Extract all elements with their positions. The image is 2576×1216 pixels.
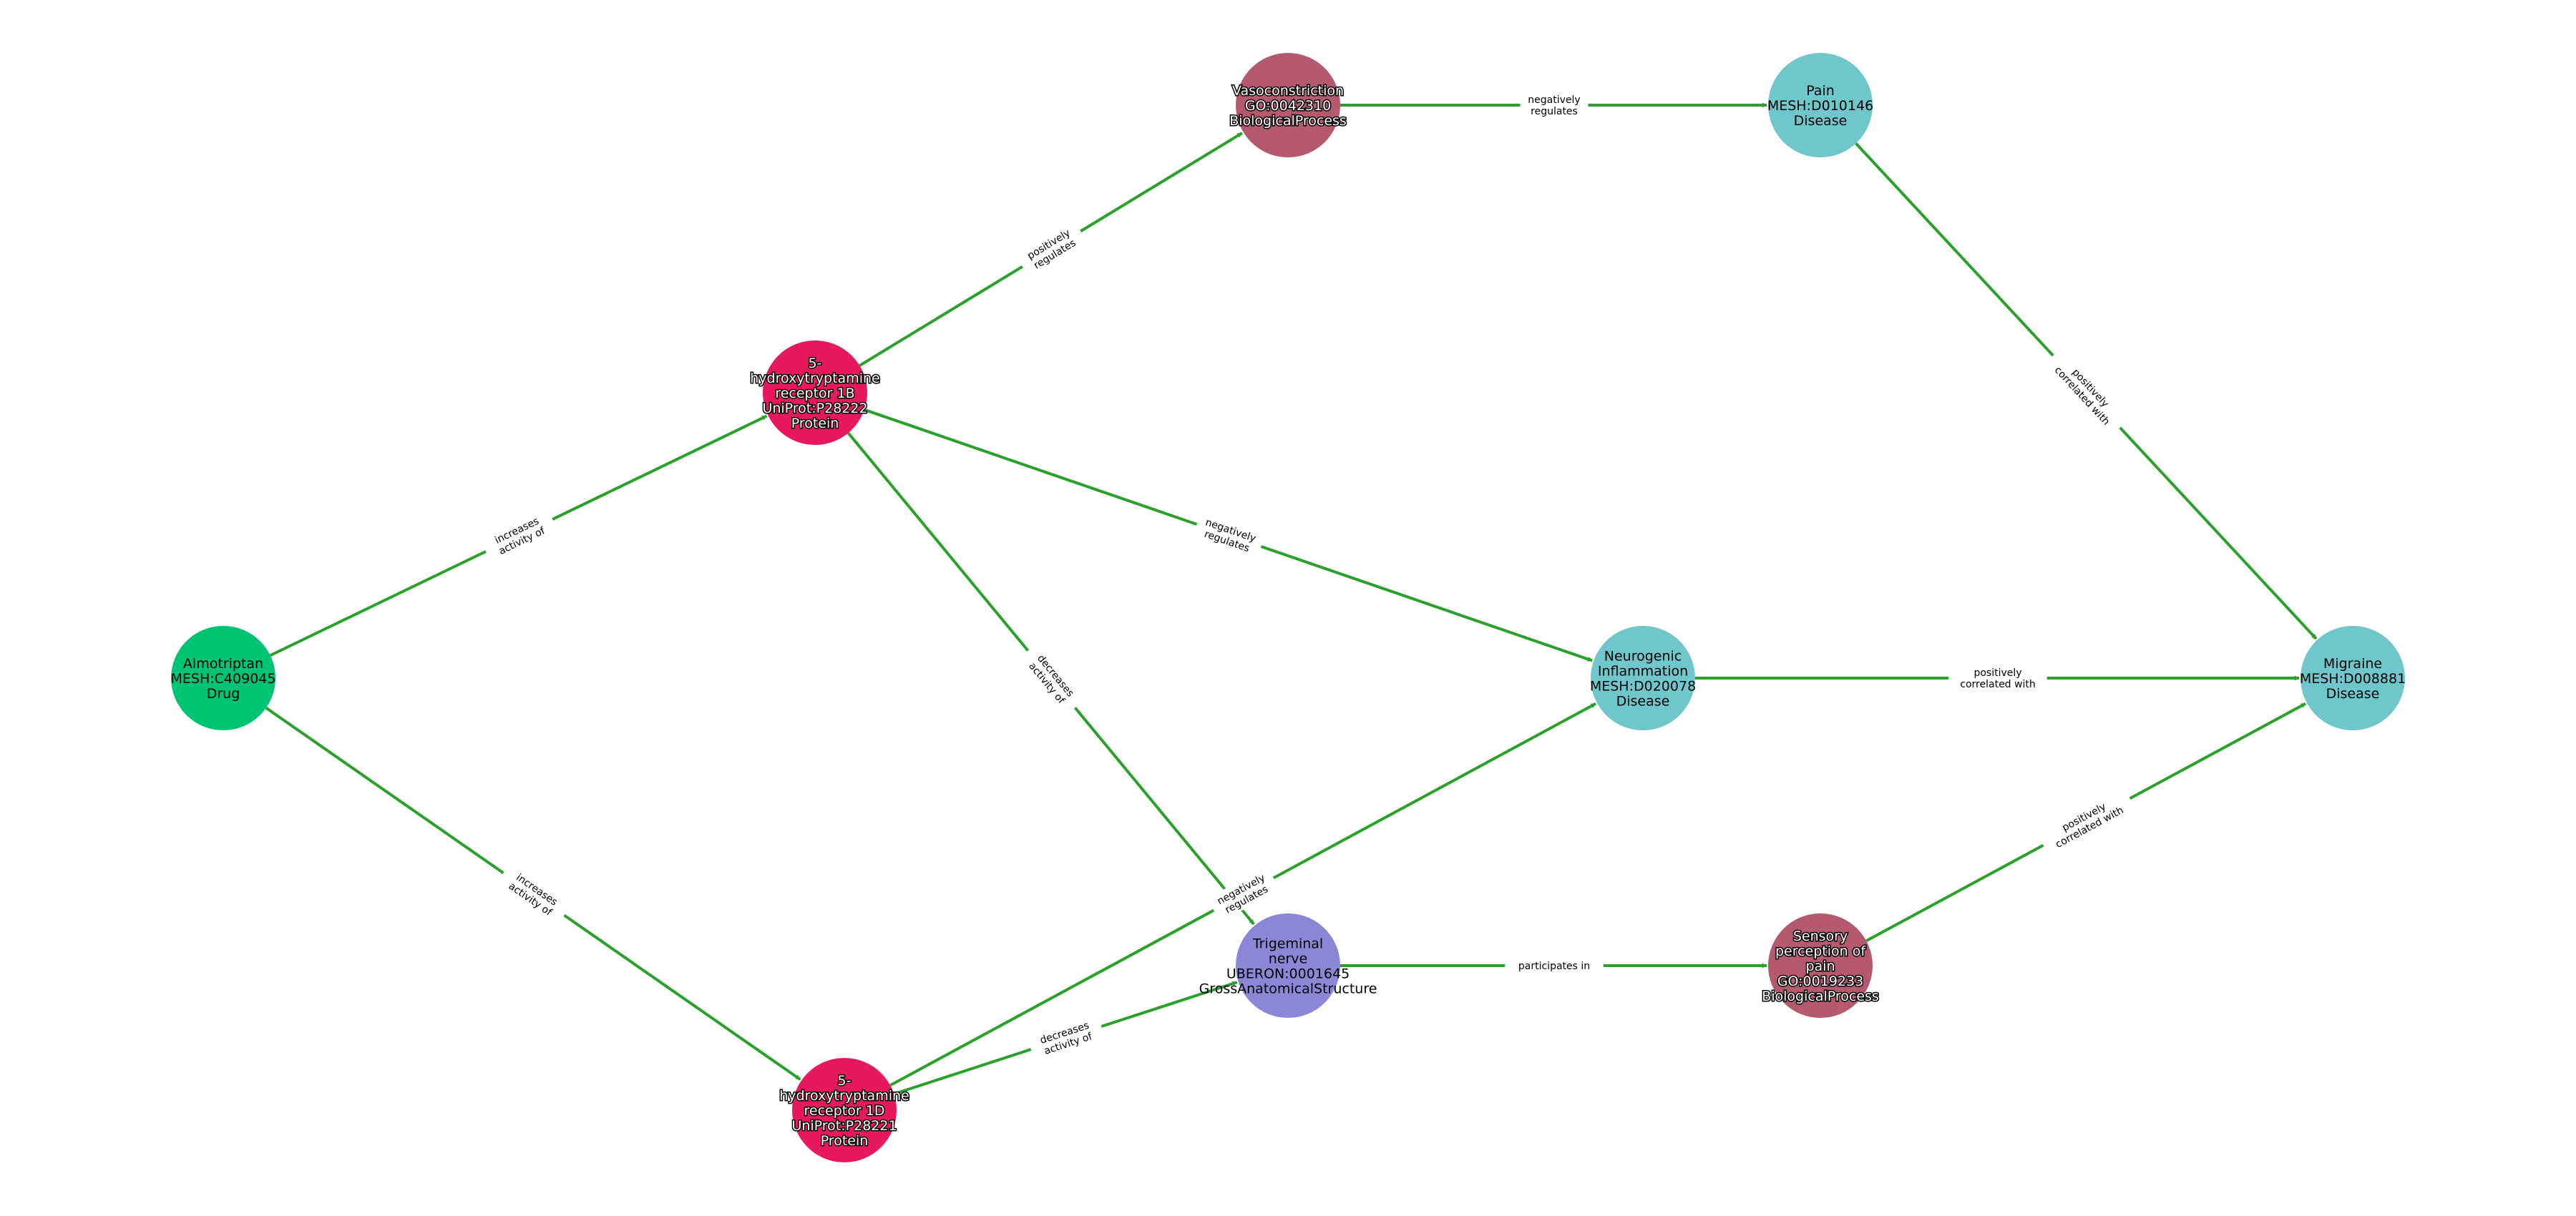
node-label: nerve (1269, 951, 1307, 967)
edge-label-background (1015, 220, 1088, 278)
node-label: Migraine (2323, 656, 2382, 672)
node-circle[interactable] (792, 1058, 897, 1162)
node-label: GO:0042310 (1245, 98, 1331, 114)
node-label: Vasoconstriction (1232, 83, 1344, 99)
edge-label: participates in (1505, 958, 1604, 974)
node-label: Drug (207, 686, 240, 702)
edge-label-text: participates in (1518, 961, 1590, 972)
node-label: Inflammation (1598, 664, 1688, 680)
edge-label-background (1520, 92, 1589, 119)
node-label: Almotriptan (183, 656, 263, 672)
node-label: UniProt:P28221 (791, 1118, 897, 1134)
edge-label-background (479, 506, 559, 564)
node-label: hydroxytryptamine (779, 1088, 909, 1104)
node-label: Protein (791, 416, 839, 431)
node-label: receptor 1B (775, 386, 854, 401)
edge-label-background (1017, 642, 1086, 717)
node-circle[interactable] (763, 340, 867, 445)
node-label: pain (1805, 958, 1835, 974)
node-label: MESH:D008881 (2300, 671, 2406, 687)
node-label: UniProt:P28222 (762, 401, 867, 416)
node-label: Protein (821, 1133, 869, 1149)
node-circle[interactable] (1591, 626, 1695, 730)
node-label: Disease (2326, 686, 2380, 702)
node-circle[interactable] (1236, 913, 1340, 1018)
edge-label-background (2043, 346, 2130, 437)
node-label: MESH:C409045 (171, 671, 276, 687)
node-label: receptor 1D (804, 1103, 885, 1119)
node-label: Neurogenic (1604, 649, 1682, 665)
node-circle[interactable] (1768, 53, 1873, 157)
node-label: BiologicalProcess (1229, 113, 1347, 129)
node-label: Disease (1794, 113, 1848, 129)
node-label: BiologicalProcess (1762, 989, 1879, 1004)
edge-label-background (2036, 786, 2137, 858)
edge-label-text: regulates (1531, 106, 1578, 117)
edge-label-background (1207, 866, 1280, 923)
node-label: Trigeminal (1252, 936, 1323, 952)
edge-label-background (1948, 665, 2047, 692)
node-label: MESH:D010146 (1767, 98, 1873, 114)
nodes-layer: AlmotriptanMESH:C409045Drug5-hydroxytryp… (171, 53, 2406, 1162)
node-circle[interactable] (1236, 53, 1340, 157)
node-label: UBERON:0001645 (1226, 966, 1350, 982)
node-label: Pain (1806, 83, 1835, 99)
node-trigeminal[interactable]: TrigeminalnerveUBERON:0001645GrossAnatom… (1199, 913, 1377, 1018)
node-label: Disease (1616, 694, 1670, 710)
node-label: 5- (838, 1073, 852, 1089)
edge-label-background (1192, 511, 1266, 559)
node-label: hydroxytryptamine (750, 371, 879, 386)
node-label: MESH:D020078 (1590, 679, 1696, 695)
node-label: GO:0019233 (1777, 974, 1863, 989)
node-label: perception of (1775, 943, 1866, 959)
edge-label-text: correlated with (1960, 679, 2035, 690)
node-vasoconstriction[interactable]: VasoconstrictionGO:0042310BiologicalProc… (1229, 53, 1347, 157)
node-circle[interactable] (171, 626, 275, 730)
edge-label-text: positively (1974, 667, 2021, 679)
node-circle[interactable] (2301, 626, 2405, 730)
node-circle[interactable] (1768, 913, 1873, 1018)
node-neurogenic[interactable]: NeurogenicInflammationMESH:D020078Diseas… (1590, 626, 1696, 730)
edge-label-background (495, 861, 572, 927)
edge-label-background (1026, 1013, 1106, 1063)
node-label: Sensory (1793, 928, 1848, 944)
node-label: GrossAnatomicalStructure (1199, 981, 1377, 997)
edge-label-background (1505, 958, 1604, 974)
edge-label-text: negatively (1528, 94, 1580, 106)
node-label: 5- (809, 356, 822, 371)
